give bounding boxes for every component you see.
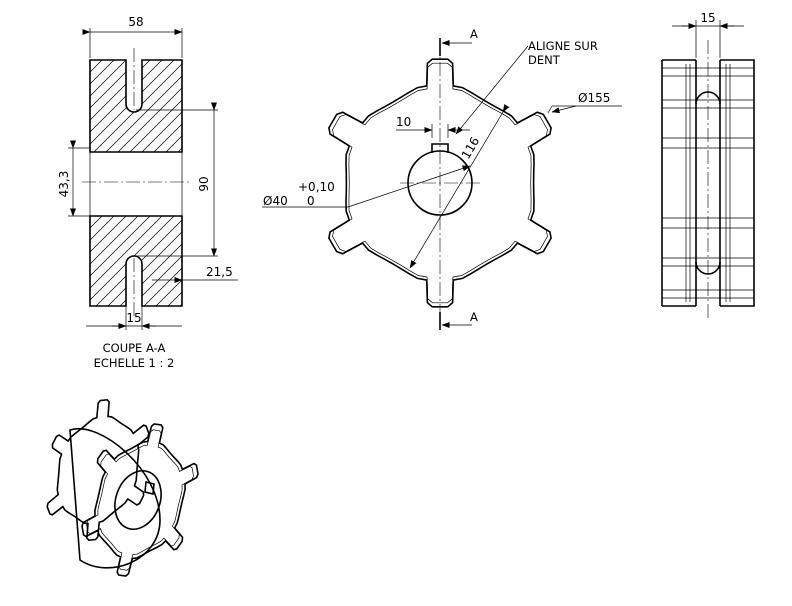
cut-mark-bottom: A [470, 310, 478, 324]
sprocket-outline [328, 58, 552, 308]
dim-pitch: 116 [459, 135, 483, 162]
iso-hub [69, 427, 161, 569]
iso-front-gear [81, 423, 199, 577]
iso-front-face-edge [86, 429, 194, 571]
section-hatching [90, 60, 182, 306]
side-view: 15 [661, 11, 755, 318]
cut-mark-top: A [470, 27, 478, 41]
front-view: A A ALIGNE SUR DENT Ø155 10 116 Ø40 +0,1… [262, 27, 622, 330]
section-view: 58 90 43,3 21,5 15 COUPE A-A ECHELLE 1 :… [57, 15, 238, 370]
section-title: COUPE A-A [103, 341, 166, 355]
section-outline-bottom [89, 215, 183, 307]
tol-upper: +0,10 [298, 180, 335, 194]
section-scale: ECHELLE 1 : 2 [94, 356, 175, 370]
dim-groove-offset: 21,5 [206, 265, 233, 279]
dim-height: 90 [197, 176, 211, 191]
dim-pitch-line [409, 104, 510, 269]
dim-keyway: 10 [396, 115, 411, 129]
iso-bore [114, 470, 162, 530]
tol-lower: 0 [307, 194, 315, 208]
dim-outer-line [547, 105, 553, 114]
dim-groove-width: 15 [126, 311, 141, 325]
section-outline-top [89, 59, 183, 153]
dim-side-groove: 15 [700, 11, 715, 25]
iso-back-gear [46, 398, 150, 542]
iso-keyway [144, 480, 155, 496]
dim-bore: 43,3 [57, 171, 71, 198]
dim-bore-dia: Ø40 [263, 194, 288, 208]
dim-width: 58 [128, 15, 143, 29]
dim-outer-dia: Ø155 [578, 91, 610, 105]
note-align-2: DENT [528, 53, 561, 67]
isometric-view [46, 398, 199, 577]
note-align: ALIGNE SUR [528, 39, 598, 53]
